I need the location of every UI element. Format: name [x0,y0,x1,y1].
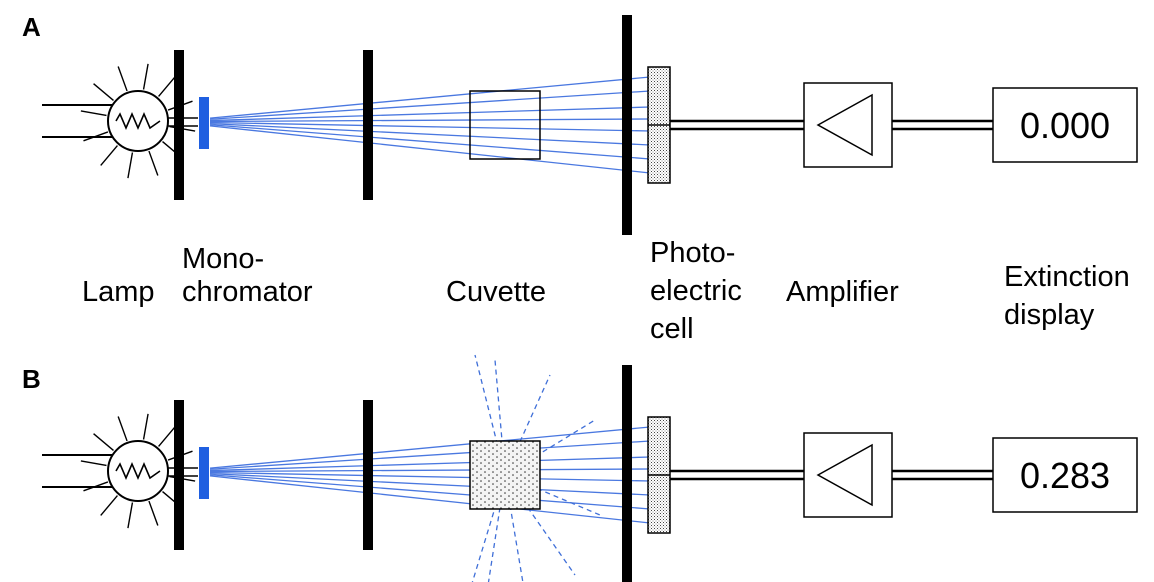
amplifier-triangle-icon [816,93,873,157]
label-photocell: Photo- electric cell [650,237,750,345]
lamp-ray [158,426,176,447]
scatter-ray [509,504,524,582]
photoelectric-cell [647,416,671,534]
beam-ray [209,468,651,473]
lamp-ray [100,495,118,516]
lamp-filament [115,111,161,131]
beam-ray [209,118,651,123]
extinction-display: 0.283 [992,437,1138,513]
display-box [992,87,1138,163]
signal-wires [670,469,994,481]
scatter-ray [494,359,504,447]
display-box [992,437,1138,513]
component-labels: Lamp Mono- chromator Cuvette Photo- elec… [82,237,1138,345]
cuvette-body [469,440,541,510]
amplifier-triangle-icon [816,443,873,507]
beam-ray [209,440,651,470]
lamp-slit [174,50,184,200]
lamp-ray [148,500,159,526]
display-value: 0.283 [1020,455,1110,496]
lamp-ray [142,63,149,90]
signal-wires [670,119,994,131]
lamp-ray [158,76,176,97]
monochromator [199,447,209,499]
amplifier [803,432,893,518]
lamp-ray [127,152,134,179]
lamp-filament [115,461,161,481]
slits [174,15,632,235]
beam-ray [209,121,651,132]
beam-ray [209,456,651,472]
lamp-bulb-icon [107,90,169,152]
beam-ray [209,471,651,482]
display-value: 0.000 [1020,105,1110,146]
lamp-ray [117,66,128,92]
lamp-ray [93,83,114,101]
scatter-ray [515,374,551,451]
light-beam [209,426,651,524]
monochromator [199,97,209,149]
label-cuvette: Cuvette [446,276,546,308]
cuvette-body [469,90,541,160]
lamp-ray [83,131,109,142]
lamp-ray [100,145,118,166]
panel-letter-a: A [22,12,41,42]
lamp-slit [174,400,184,550]
light-beam [209,76,651,174]
label-display: Extinction display [1004,261,1138,331]
lamp-ray [148,150,159,176]
lamp-ray [117,416,128,442]
scatter-ray [471,503,497,582]
beam-ray [209,122,651,146]
amplifier [803,82,893,168]
lamp-ray [80,110,107,117]
label-amplifier: Amplifier [786,276,899,308]
beam-ray [209,76,651,119]
cuvette [469,90,541,160]
label-monochromator: Mono- chromator [182,243,313,308]
panel-letter-b: B [22,364,41,394]
beam-ray [209,106,651,122]
detector-slit [622,365,632,582]
lamp [42,63,198,179]
cuvette [469,440,541,510]
detector-slit [622,15,632,235]
scatter-ray [521,499,576,576]
lamp [42,413,198,529]
lamp-ray [93,433,114,451]
photoelectric-cell [647,66,671,184]
lamp-ray [83,481,109,492]
exit-slit [363,400,373,550]
scatter-ray [487,507,501,582]
exit-slit [363,50,373,200]
beam-ray [209,124,651,160]
lamp-ray [80,460,107,467]
beam-ray [209,472,651,496]
beam-ray [209,426,651,469]
extinction-display: 0.000 [992,87,1138,163]
panel-a: A 0.000 [22,12,1138,235]
beam-ray [209,475,651,524]
panel-b: B 0.283 [22,354,1138,582]
slits [174,365,632,582]
beam-ray [209,125,651,174]
beam-ray [209,90,651,120]
label-lamp: Lamp [82,276,155,308]
lamp-ray [127,502,134,529]
lamp-bulb-icon [107,440,169,502]
lamp-ray [142,413,149,440]
beam-ray [209,474,651,510]
scatter-ray [474,354,499,446]
